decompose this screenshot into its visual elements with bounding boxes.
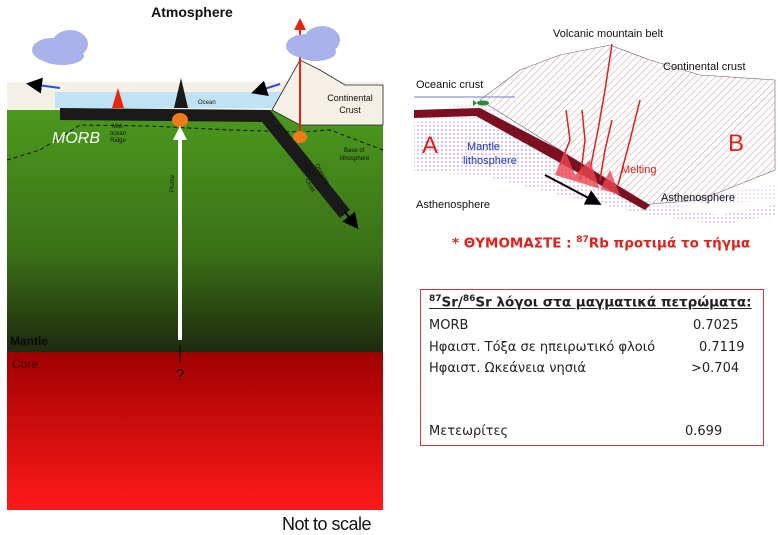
subduction-arrow: [342, 211, 359, 230]
mantle-lith-label-line1: Mantle: [467, 141, 500, 153]
label-b: B: [728, 130, 744, 157]
subduction-zone-diagram: Volcanic mountain belt Oceanic crust Con…: [414, 28, 776, 225]
row-label: Ηφαιστ. Ωκεάνεια νησιά: [429, 361, 586, 376]
morb-label: MORB: [52, 130, 100, 147]
remember-note: * ΘΥΜΟΜΑΣΤΕ : 87Rb προτιμά το τήγμα: [452, 235, 750, 252]
mantle-lith-label-line2: lithosphere: [463, 155, 517, 167]
table-title: 87Sr/86Sr λόγοι στα μαγματικά πετρώματα:: [429, 294, 752, 311]
earth-cross-section: Atmosphere Ocean Continental Crust MORB …: [6, 4, 384, 510]
not-to-scale-label: Not to scale: [282, 514, 372, 534]
ridge-label-line1: Mid-: [112, 124, 124, 130]
water-arrow-right: [251, 80, 281, 96]
continental-label-line1: Continental: [327, 93, 373, 103]
core-label: Core: [12, 357, 38, 371]
ridge-label-line2: ocean: [110, 131, 126, 137]
water-arrow-left: [26, 77, 61, 94]
plate-motion-arrow: [544, 174, 602, 205]
table-row: Ηφαιστ. Τόξα σε ηπειρωτικό φλοιό 0.7119: [429, 340, 745, 355]
row-value: 0.7119: [699, 340, 745, 355]
row-label: MORB: [429, 318, 469, 333]
lithosphere-slab: [60, 108, 350, 218]
ridge-volcano-icon: [112, 88, 124, 108]
question-mark: ?: [176, 367, 185, 384]
row-value: >0.704: [691, 361, 740, 376]
volcanic-belt-label: Volcanic mountain belt: [553, 28, 663, 40]
ridge-label-line3: Ridge: [110, 138, 126, 144]
oceanic-crust-label: Oceanic crust: [416, 79, 483, 91]
title-sup-86: 86: [462, 294, 476, 304]
row-label: Ηφαιστ. Τόξα σε ηπειρωτικό φλοιό: [429, 340, 656, 355]
sr-ratio-table: 87Sr/86Sr λόγοι στα μαγματικά πετρώματα:…: [420, 289, 764, 446]
note-suffix: Rb προτιμά το τήγμα: [588, 235, 751, 252]
row-value: 0.699: [685, 424, 723, 439]
note-prefix: * ΘΥΜΟΜΑΣΤΕ :: [452, 235, 577, 252]
row-label: Μετεωρίτες: [429, 424, 509, 439]
core-layer: [7, 352, 383, 510]
label-a: A: [422, 132, 438, 159]
asthenosphere-left-label: Asthenosphere: [416, 199, 490, 211]
melting-zone: [555, 150, 620, 195]
fish-icon: [473, 100, 489, 106]
continental-crust-label: Continental crust: [663, 61, 746, 73]
continental-label-line2: Crust: [339, 105, 361, 115]
plume-volcano-icon: [174, 78, 188, 108]
title-rest: Sr λόγοι στα μαγματικά πετρώματα:: [475, 294, 752, 311]
table-row: MORB 0.7025: [429, 318, 739, 333]
title-mid: Sr/: [441, 294, 463, 311]
table-row: Μετεωρίτες 0.699: [429, 424, 722, 439]
mantle-layer: [7, 108, 383, 352]
asthenosphere-right-label: Asthenosphere: [661, 192, 735, 204]
melting-label: Melting: [621, 164, 656, 176]
mantle-label: Mantle: [10, 334, 48, 348]
row-value: 0.7025: [693, 318, 739, 333]
atmosphere-label: Atmosphere: [151, 4, 233, 20]
plume-head-icon: [172, 113, 188, 127]
base-lith-label-line2: lithosphere: [340, 156, 370, 162]
cloud-left-icon: [32, 30, 88, 65]
arc-magma-blob-icon: [293, 131, 307, 143]
plume-arrowhead-icon: [173, 126, 187, 140]
arc-arrowhead-icon: [294, 18, 306, 30]
title-sup-87: 87: [429, 294, 442, 304]
base-of-lithosphere-line: [6, 124, 384, 161]
cloud-right-icon: [286, 26, 340, 61]
plume-label: Plume: [170, 174, 176, 192]
note-sup: 87: [576, 235, 589, 245]
ocean-label: Ocean: [198, 100, 216, 106]
table-row: Ηφαιστ. Ωκεάνεια νησιά >0.704: [429, 361, 739, 376]
base-lith-label-line1: Base of: [344, 148, 365, 154]
